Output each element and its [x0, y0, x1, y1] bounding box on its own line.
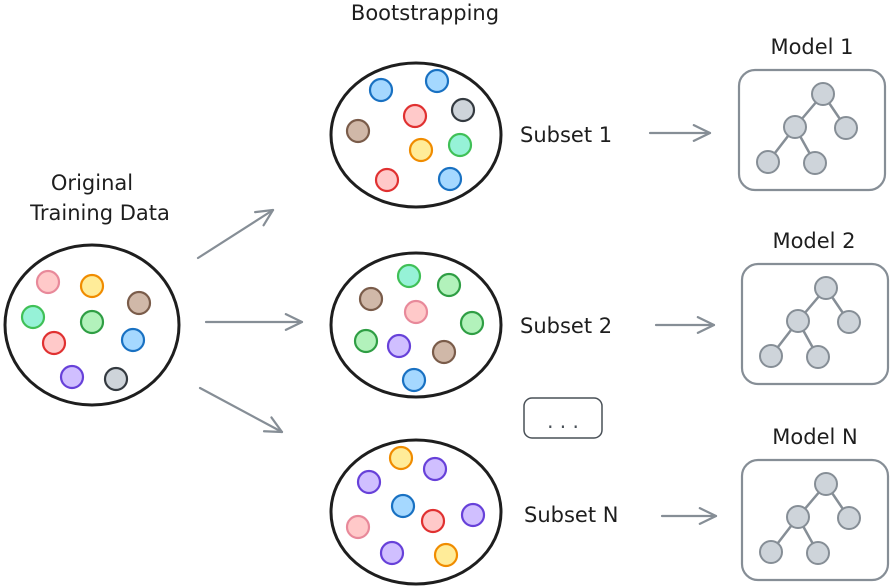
- source-dot-gray: [103, 366, 129, 392]
- subset-2-dot-green: [459, 310, 485, 336]
- tree-node: [759, 540, 783, 564]
- source-dot-red: [41, 330, 67, 356]
- tree-node: [803, 151, 827, 175]
- subset-3-dot-red: [420, 508, 446, 534]
- tree-node: [814, 472, 838, 496]
- subset-3-dot-blue: [390, 493, 416, 519]
- subset-3-dot-purple: [379, 540, 405, 566]
- source-label-line2: Training Data: [29, 201, 170, 225]
- subset-2-dot-pink: [403, 299, 429, 325]
- subset-2-dot-brown: [358, 286, 384, 312]
- subset-1-dot-blue: [424, 68, 450, 94]
- subset-3-dot-purple: [356, 469, 382, 495]
- source-dot-blue: [120, 327, 146, 353]
- model-1-tree: [737, 68, 887, 192]
- tree-node: [834, 116, 858, 140]
- subset-2-dot-green: [436, 272, 462, 298]
- model-1-label: Model 1: [770, 35, 853, 59]
- model-2-tree: [740, 262, 890, 386]
- tree-node: [759, 344, 783, 368]
- source-label-line1: Original: [51, 171, 133, 195]
- subset-2-dot-teal: [396, 263, 422, 289]
- tree-node: [786, 505, 810, 529]
- source-dot-pink: [35, 269, 61, 295]
- arrow-to-subset-2: [204, 313, 304, 331]
- tree-node: [806, 345, 830, 369]
- tree-node: [837, 310, 861, 334]
- tree-node: [756, 150, 780, 174]
- subset-1-label: Subset 1: [520, 123, 612, 147]
- arrows: [196, 124, 718, 525]
- subset-3-dot-purple: [460, 502, 486, 528]
- subset-1-dot-teal: [447, 132, 473, 158]
- model-2-label: Model 2: [772, 229, 855, 253]
- arrow-to-subset-n: [198, 386, 284, 434]
- tree-node: [811, 82, 835, 106]
- ellipsis-box: [523, 397, 603, 439]
- subset-1-dot-blue: [368, 77, 394, 103]
- source-dot-teal: [20, 304, 46, 330]
- subset-1-circle: [329, 61, 503, 209]
- subset-2-dot-purple: [386, 333, 412, 359]
- tree-node: [837, 506, 861, 530]
- subset-n-label: Subset N: [524, 503, 618, 527]
- subset-2-dot-blue: [401, 367, 427, 393]
- source-dot-green: [79, 309, 105, 335]
- model-n-label: Model N: [772, 425, 857, 449]
- subset-2-circle: [329, 251, 503, 399]
- subset-n-circle: [329, 438, 503, 586]
- subset-1-dot-red: [374, 167, 400, 193]
- subset-dots: [345, 68, 486, 568]
- tree-node: [814, 276, 838, 300]
- subset-2-dot-green: [353, 328, 379, 354]
- ellipsis-text: . . .: [547, 409, 579, 433]
- source-dot-purple: [59, 364, 85, 390]
- source-dot-brown: [126, 290, 152, 316]
- subset-1-dot-blue: [437, 166, 463, 192]
- tree-node: [786, 309, 810, 333]
- source-dot-yellow: [79, 273, 105, 299]
- arrow-to-model-2: [654, 316, 716, 334]
- subset-1-dot-yellow: [408, 137, 434, 163]
- models: [737, 68, 890, 582]
- arrow-to-model-1: [648, 124, 712, 142]
- subset-1-dot-brown: [345, 118, 371, 144]
- title: Bootstrapping: [351, 1, 499, 25]
- source-dots: [20, 269, 152, 392]
- source-circle: [3, 243, 181, 407]
- subset-3-dot-yellow: [388, 445, 414, 471]
- tree-node: [806, 541, 830, 565]
- arrow-to-model-n: [660, 507, 718, 525]
- subset-2-dot-brown: [431, 339, 457, 365]
- tree-node: [783, 115, 807, 139]
- subset-1-dot-red: [402, 103, 428, 129]
- subset-3-dot-pink: [345, 514, 371, 540]
- model-n-tree: [740, 458, 890, 582]
- subset-3-dot-yellow: [433, 542, 459, 568]
- subset-3-dot-purple: [422, 456, 448, 482]
- subset-2-label: Subset 2: [520, 314, 612, 338]
- arrow-to-subset-1: [196, 208, 275, 260]
- subset-1-dot-gray: [450, 97, 476, 123]
